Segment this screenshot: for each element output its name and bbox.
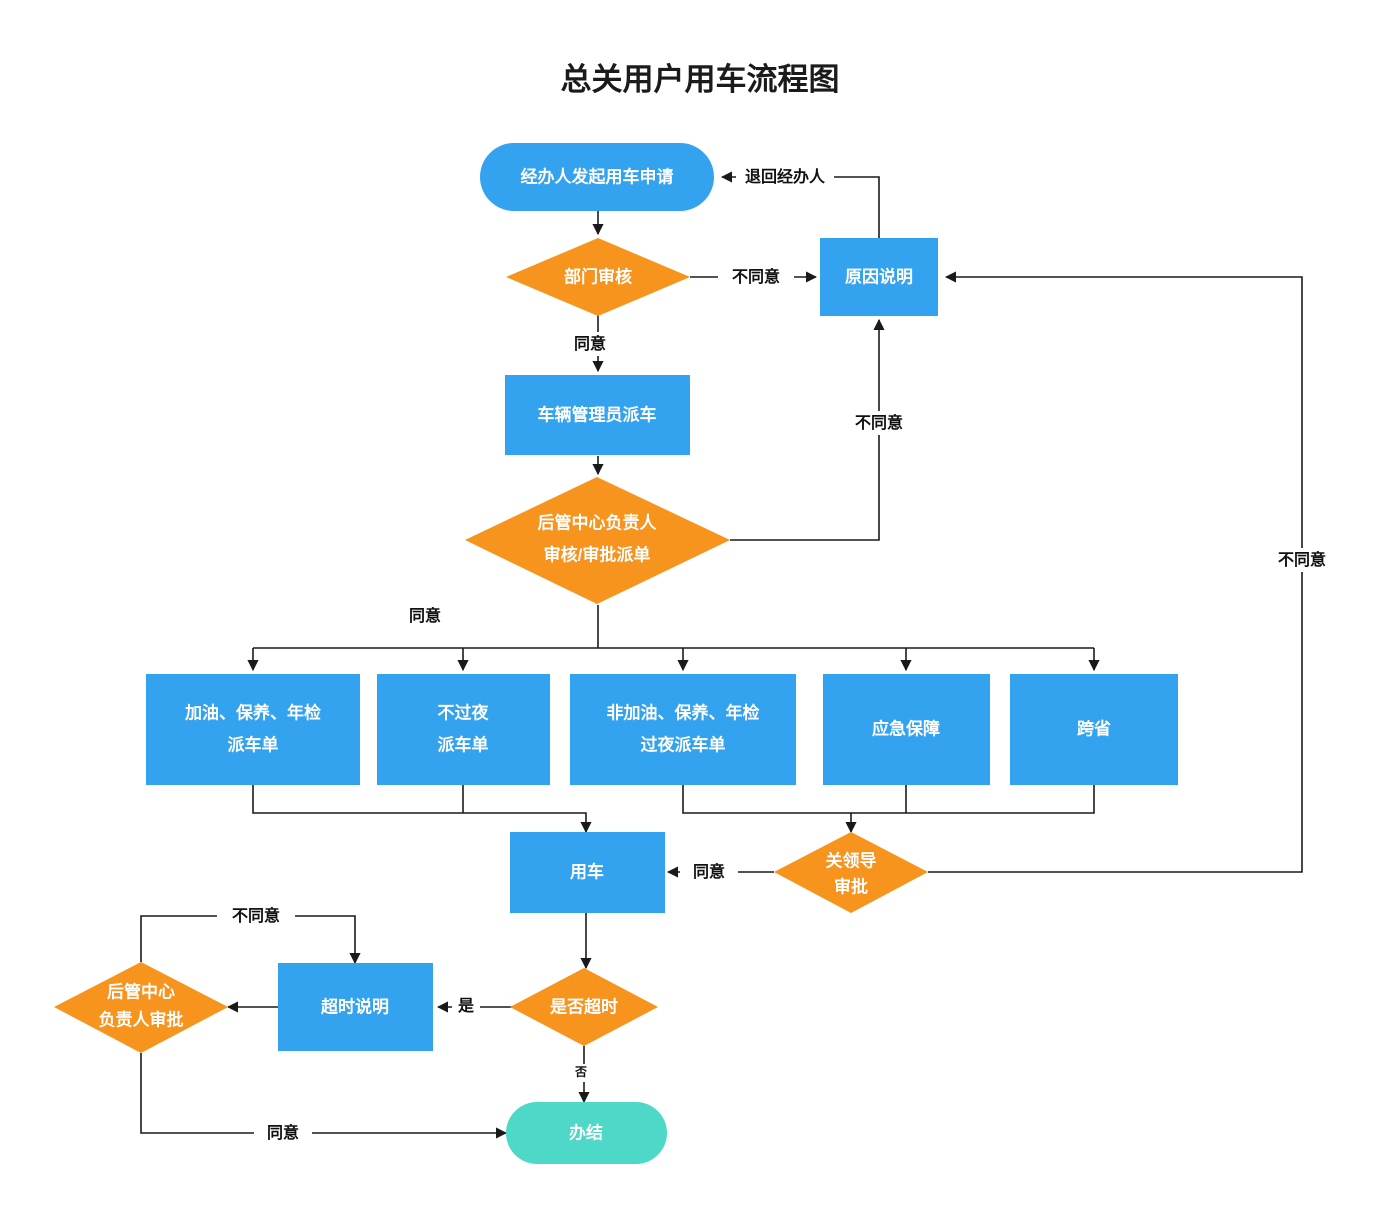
node-start[interactable]: 经办人发起用车申请 [480, 143, 714, 211]
node-branch5-label: 跨省 [1077, 718, 1111, 738]
node-branch-overnight[interactable]: 非加油、保养、年检 过夜派车单 [570, 674, 796, 785]
node-dept-review-label: 部门审核 [564, 266, 632, 286]
label-bg-approve-reject [217, 905, 295, 929]
node-branch1-label-line2: 派车单 [228, 734, 279, 754]
edge-label-approve-reject: 不同意 [232, 906, 280, 925]
edge-branch5-to-leader-approve [851, 785, 1095, 814]
edge-label-dept-agree: 同意 [574, 334, 606, 353]
edge-label-leader-reject: 不同意 [1278, 550, 1326, 569]
edge-labels: 退回经办人 不同意 同意 不同意 同意 不同意 同意 是 否 不同意 同意 [217, 165, 1341, 1146]
edge-approve-agree-to-done [140, 1053, 508, 1139]
label-bg-dept-reject [718, 265, 794, 289]
node-branch5-shape[interactable] [1010, 674, 1178, 785]
node-dept-review-shape[interactable] [506, 238, 690, 316]
node-use-car[interactable]: 用车 [510, 832, 665, 913]
node-leader-approve-shape[interactable] [774, 832, 928, 913]
edge-label-dept-reject: 不同意 [732, 267, 780, 286]
node-center-review-label-line2: 审核/审批派单 [544, 544, 651, 564]
node-branch4-label: 应急保障 [872, 718, 940, 738]
edge-branch3-to-leader-approve [682, 785, 857, 834]
node-overtime-note-shape[interactable] [278, 963, 433, 1051]
edge-branch1-to-use-car [252, 785, 592, 834]
node-branch2-shape[interactable] [377, 674, 550, 785]
edge-center-reject-to-reason [730, 318, 885, 541]
label-bg-center-reject [840, 411, 918, 435]
page-title: 总关用户用车流程图 [561, 62, 840, 97]
node-done-label: 办结 [569, 1122, 603, 1142]
node-start-label: 经办人发起用车申请 [521, 166, 674, 186]
node-use-car-shape[interactable] [510, 832, 665, 913]
node-branch4-shape[interactable] [823, 674, 990, 785]
node-done[interactable]: 办结 [506, 1102, 667, 1164]
label-bg-center-agree [397, 604, 455, 628]
node-overtime-check[interactable]: 是否超时 [510, 968, 658, 1046]
node-dispatch[interactable]: 车辆管理员派车 [505, 375, 690, 455]
node-dispatch-label: 车辆管理员派车 [538, 404, 657, 424]
node-branch1-shape[interactable] [146, 674, 360, 785]
edge-label-overtime-yes: 是 [457, 997, 474, 1015]
node-start-shape[interactable] [480, 143, 714, 211]
node-branch-refuel-maintenance-inspection[interactable]: 加油、保养、年检 派车单 [146, 674, 360, 785]
edge-leader-reject-to-reason [928, 271, 1303, 873]
node-branch1-label-line1: 加油、保养、年检 [184, 702, 321, 722]
node-center-review[interactable]: 后管中心负责人 审核/审批派单 [465, 477, 730, 604]
label-bg-leader-reject [1263, 548, 1341, 572]
label-bg-return [736, 165, 834, 189]
node-reason-label: 原因说明 [845, 266, 913, 286]
node-overtime-check-label: 是否超时 [550, 996, 618, 1016]
label-bg-approve-agree [254, 1122, 312, 1146]
node-overtime-check-shape[interactable] [510, 968, 658, 1046]
node-center-review-shape[interactable] [465, 477, 730, 604]
node-leader-approve-label-line1: 关领导 [826, 850, 877, 870]
node-branch3-label-line2: 过夜派车单 [641, 734, 726, 754]
node-reason[interactable]: 原因说明 [820, 238, 938, 316]
node-leader-approve-label-line2: 审批 [834, 876, 868, 896]
label-bg-leader-agree [680, 860, 738, 884]
node-branch-cross-province[interactable]: 跨省 [1010, 674, 1178, 785]
node-branch2-label-line2: 派车单 [438, 734, 489, 754]
edge-label-approve-agree: 同意 [267, 1123, 299, 1142]
edge-label-overtime-no: 否 [574, 1065, 587, 1079]
node-center-approve-shape[interactable] [54, 962, 228, 1053]
edge-label-center-reject: 不同意 [855, 413, 903, 432]
label-bg-overtime-no [570, 1064, 592, 1082]
node-overtime-note-label: 超时说明 [321, 996, 389, 1016]
node-overtime-note[interactable]: 超时说明 [278, 963, 433, 1051]
label-bg-dept-agree [562, 332, 620, 356]
node-center-approve[interactable]: 后管中心 负责人审批 [54, 962, 228, 1053]
node-center-approve-label-line2: 负责人审批 [99, 1009, 184, 1029]
node-reason-shape[interactable] [820, 238, 938, 316]
node-center-approve-label-line1: 后管中心 [107, 981, 175, 1001]
node-branch3-label-line1: 非加油、保养、年检 [607, 702, 760, 722]
node-dispatch-shape[interactable] [505, 375, 690, 455]
edge-label-center-agree: 同意 [409, 606, 441, 625]
edge-label-return-to-applicant: 退回经办人 [745, 167, 826, 186]
node-leader-approve[interactable]: 关领导 审批 [774, 832, 928, 913]
node-done-shape[interactable] [506, 1102, 667, 1164]
node-branch-emergency[interactable]: 应急保障 [823, 674, 990, 785]
node-branch3-shape[interactable] [570, 674, 796, 785]
node-branch2-label-line1: 不过夜 [438, 702, 490, 722]
node-dept-review[interactable]: 部门审核 [506, 238, 690, 316]
edge-label-leader-agree: 同意 [693, 862, 725, 881]
node-branch-no-overnight[interactable]: 不过夜 派车单 [377, 674, 550, 785]
node-use-car-label: 用车 [570, 861, 604, 881]
label-bg-overtime-yes [452, 996, 480, 1018]
node-center-review-label-line1: 后管中心负责人 [538, 512, 658, 532]
